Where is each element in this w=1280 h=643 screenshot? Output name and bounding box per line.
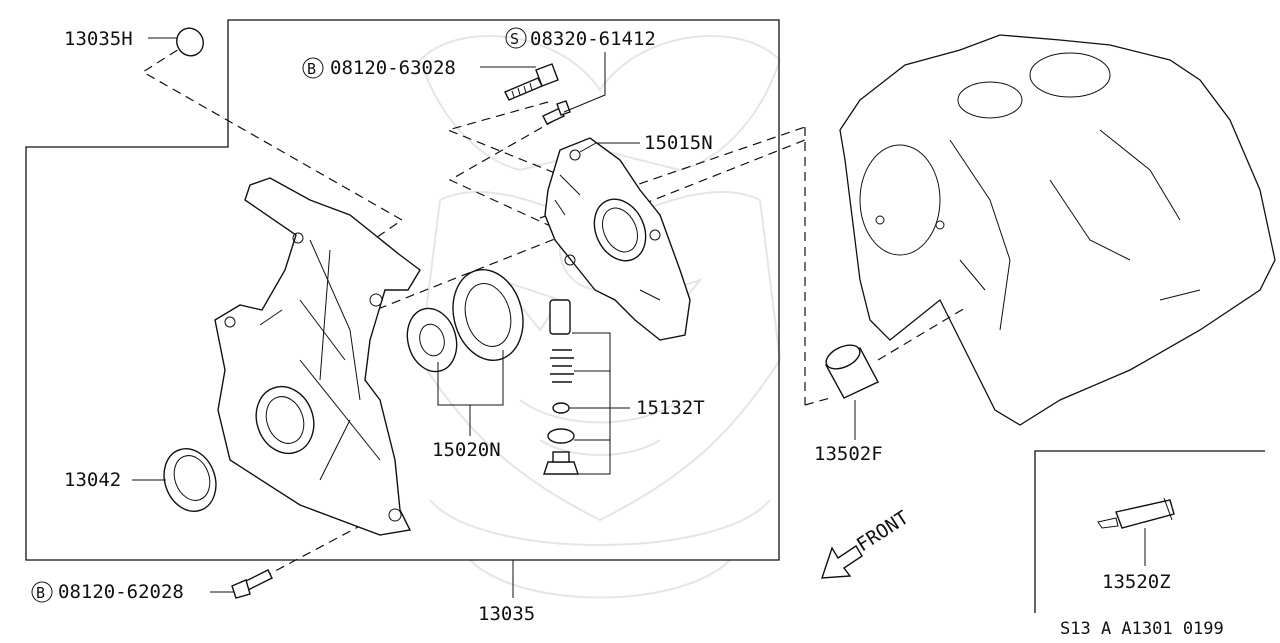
cap-plug-part[interactable] <box>172 23 209 60</box>
front-cover-part[interactable] <box>214 177 421 536</box>
label-front-seal[interactable]: 13042 <box>64 469 121 491</box>
prefix-s-text: S <box>510 30 519 48</box>
prefix-badge-s: S <box>505 27 527 49</box>
front-arrow-icon <box>821 545 863 579</box>
label-oil-pump-gears[interactable]: 15020N <box>432 439 501 461</box>
prefix-badge-b-lower: B <box>31 581 53 603</box>
engine-block-part <box>839 34 1276 426</box>
oil-pump-outer-gear-part[interactable] <box>443 262 532 368</box>
sealant-tube-part[interactable] <box>1097 497 1175 529</box>
assembly-boundary <box>25 19 780 561</box>
front-seal-part[interactable] <box>156 441 225 518</box>
label-oil-pump-body[interactable]: 15015N <box>644 132 713 154</box>
leader-lines <box>132 37 1146 598</box>
relief-valve-parts[interactable] <box>543 299 579 475</box>
drawing-code: S13 A A1301 0199 <box>1060 619 1224 638</box>
front-arrow-label: FRONT <box>853 507 913 557</box>
lower-bolt-part[interactable] <box>231 569 273 599</box>
sealant-box-boundary <box>1034 450 1265 613</box>
label-sealant-tube[interactable]: 13520Z <box>1102 571 1171 593</box>
label-bolt-b-upper[interactable]: 08120-63028 <box>330 57 456 79</box>
prefix-b-upper-text: B <box>307 60 316 78</box>
label-cap-plug[interactable]: 13035H <box>64 28 133 50</box>
label-dowel-bushing[interactable]: 13502F <box>814 443 883 465</box>
upper-bolt-part[interactable] <box>504 63 559 101</box>
small-bolt-part[interactable] <box>542 100 571 125</box>
prefix-b-lower-text: B <box>36 584 45 602</box>
label-front-cover[interactable]: 13035 <box>478 603 535 625</box>
label-bolt-s[interactable]: 08320-61412 <box>530 28 656 50</box>
oil-pump-body-part[interactable] <box>544 137 691 341</box>
oil-pump-inner-gear-part[interactable] <box>401 303 464 377</box>
label-bolt-b-lower[interactable]: 08120-62028 <box>58 581 184 603</box>
dowel-bushing-part[interactable] <box>822 340 879 399</box>
prefix-badge-b-upper: B <box>302 57 324 79</box>
label-relief-valve-set[interactable]: 15132T <box>636 397 705 419</box>
